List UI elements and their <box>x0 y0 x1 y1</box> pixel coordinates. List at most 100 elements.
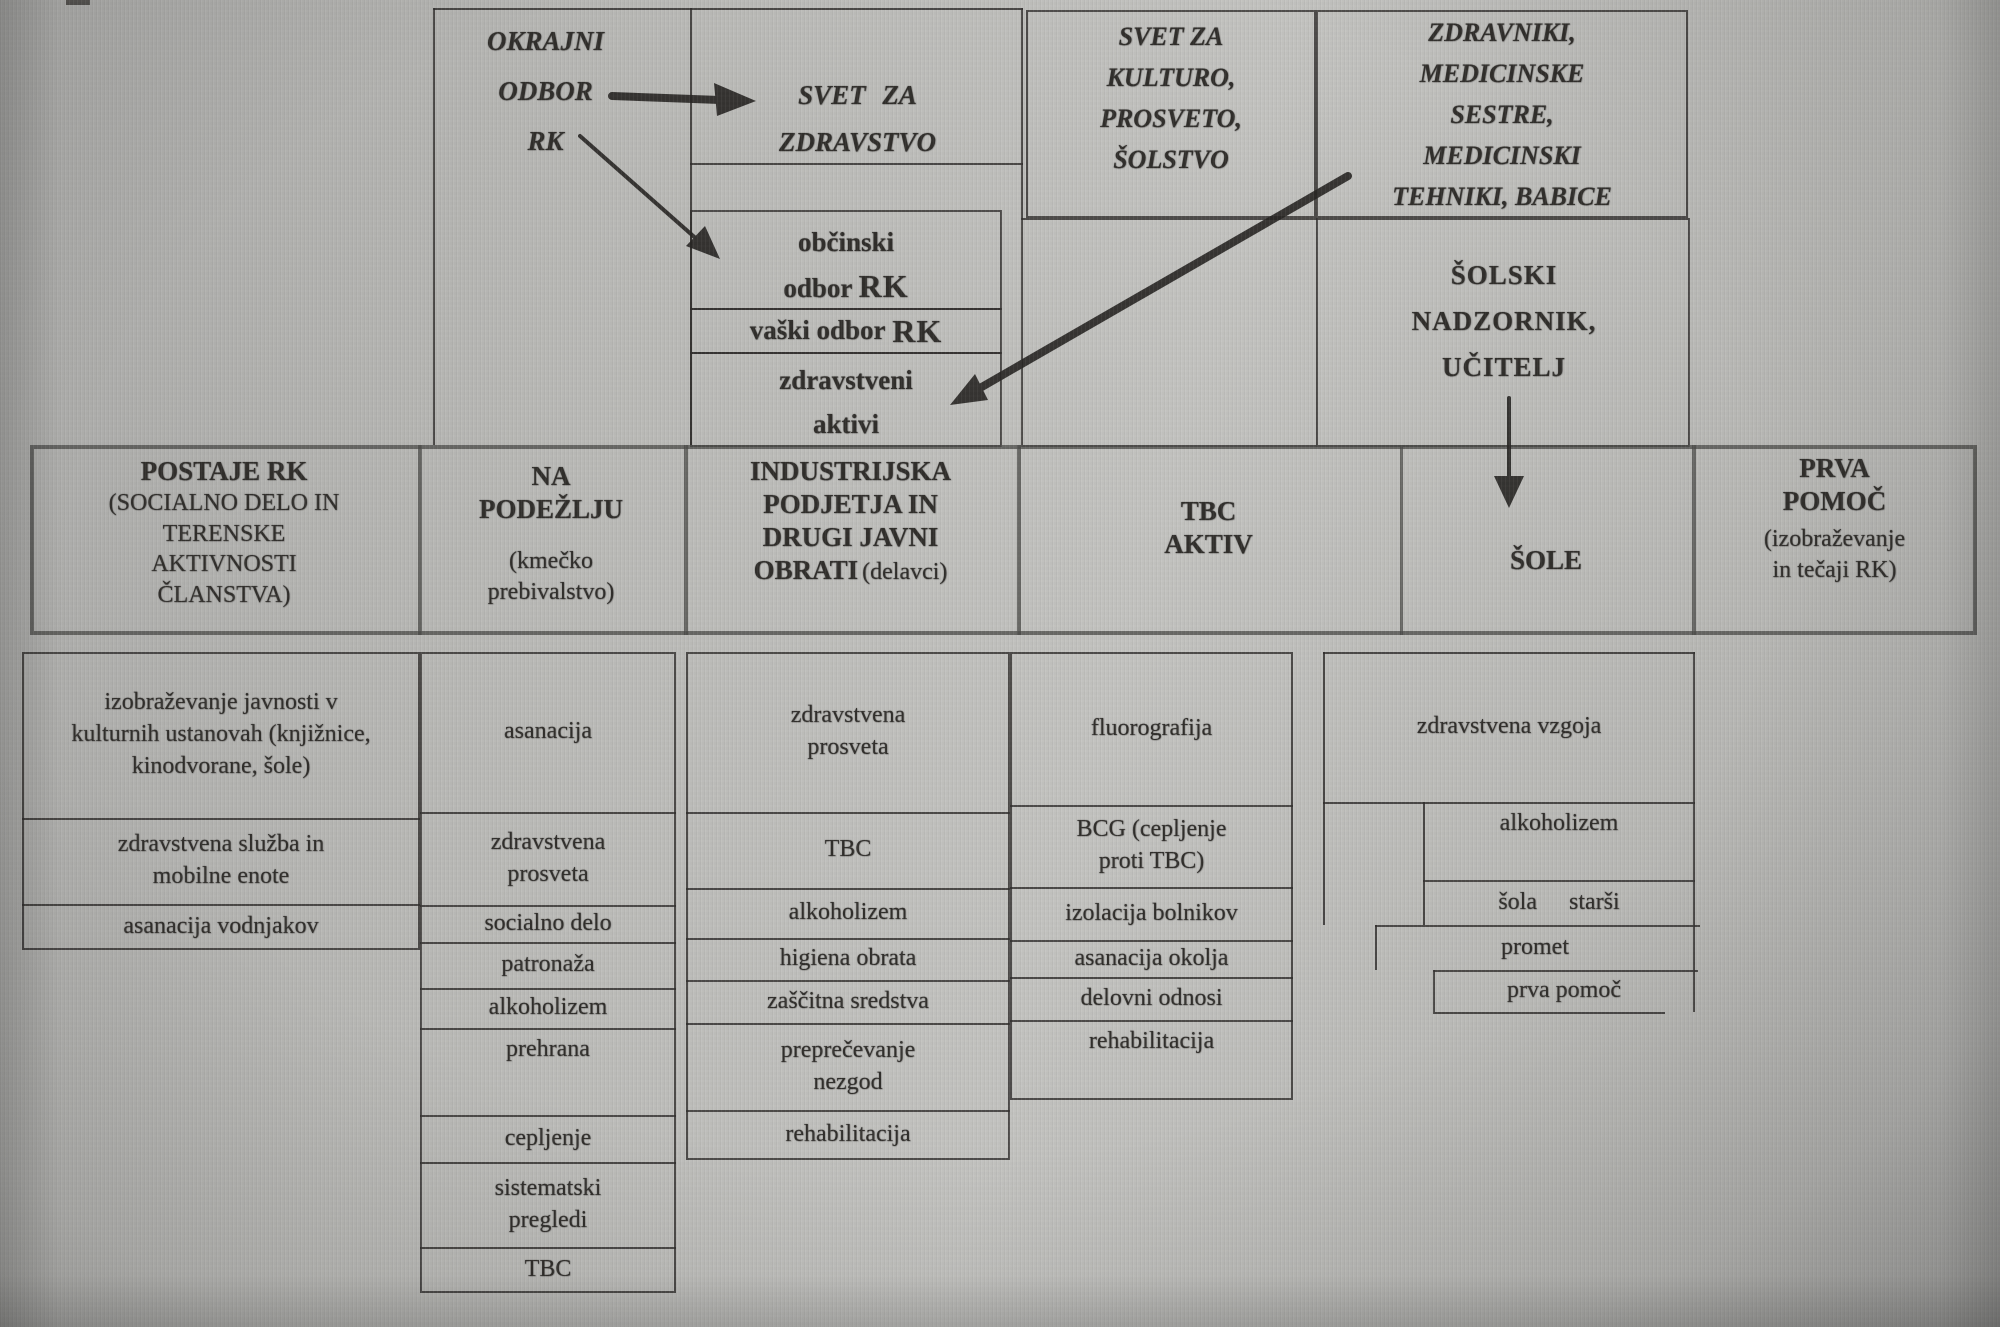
col-postaje-box <box>22 652 420 950</box>
cell-promet: promet <box>1501 933 1569 960</box>
col-sole-left <box>1323 652 1325 925</box>
zdravniki-line: TEHNIKI, BABICE <box>1392 182 1612 211</box>
col-sole-inset-left-1 <box>1423 802 1425 925</box>
header-postaje-rk: POSTAJE RK (SOCIALNO DELO IN TERENSKE AK… <box>34 455 414 611</box>
col-industrija-sep <box>686 812 1010 814</box>
header-industrijska: INDUSTRIJSKA PODJETJA IN DRUGI JAVNI OBR… <box>688 455 1013 588</box>
scan-artifact <box>66 0 90 5</box>
col-industrija-sep <box>686 1023 1010 1025</box>
cell-bcg: BCG (cepljenje proti TBC) <box>1076 816 1227 874</box>
cell-rehabilitacija-tbc: rehabilitacija <box>1088 1028 1215 1054</box>
cell-asanacija-vodnjakov: asanacija vodnjakov <box>123 913 319 940</box>
solski-line: NADZORNIK, <box>1411 306 1597 336</box>
cell-prehrana: prehrana <box>506 1036 590 1062</box>
col-industrija-box <box>686 652 1010 1160</box>
zdravstveni-aktivi-box: zdravstveni aktivi <box>692 358 1000 446</box>
cell-alkoholizem-sole: alkoholizem <box>1499 810 1619 836</box>
col-tbc-sep <box>1010 977 1293 979</box>
header-divider-1 <box>418 445 422 635</box>
cell-prva-pomoc: prva pomoč <box>1507 977 1621 1004</box>
header-sub-line: (SOCIALNO DELO IN <box>108 489 340 516</box>
header-sub-line: AKTIVNOSTI <box>151 551 297 578</box>
header-title-line: NA <box>531 461 571 491</box>
top-box-left-border <box>433 8 435 445</box>
solski-nadzornik-ucitelj-label: ŠOLSKI NADZORNIK, UČITELJ <box>1330 252 1678 390</box>
cell-zdravstvena-prosveta-ind: zdravstvena prosveta <box>790 702 906 760</box>
obcinski-line: odbor RK <box>783 264 908 310</box>
col-postaje-sep <box>22 904 420 906</box>
cell-sola-starsi: šola starši <box>1498 888 1620 915</box>
col-sole-sep <box>1323 802 1695 804</box>
header-sole: ŠOLE <box>1404 530 1688 590</box>
cell-socialno-delo: socialno delo <box>484 909 612 936</box>
header-sub-line: TERENSKE <box>162 520 286 547</box>
col-industrija-sep <box>686 938 1010 940</box>
cell-preprecevanje-nezgod: preprečevanje nezgod <box>780 1036 916 1095</box>
col-podezlje-box <box>420 652 676 1293</box>
cell-delovni-odnosi: delovni odnosi <box>1080 984 1223 1011</box>
col-sole-sep <box>1433 970 1698 972</box>
header-band-border <box>30 445 1977 635</box>
cell-rehabilitacija-ind: rehabilitacija <box>785 1121 911 1148</box>
svet-zdravstvo-bottom-border <box>690 163 1023 165</box>
okrajni-line: RK <box>527 126 564 156</box>
header-sub-line: (izobraževanje <box>1763 525 1906 552</box>
header-sub-line: in tečaji RK) <box>1772 556 1897 583</box>
col-podezlje-sep <box>420 1162 676 1164</box>
col-sole-inset-left-2 <box>1375 925 1377 970</box>
cell-alkoholizem-podezlje: alkoholizem <box>488 994 608 1021</box>
zdravniki-line: MEDICINSKE <box>1419 59 1585 88</box>
cell-asanacija: asanacija <box>504 718 592 745</box>
svet-kultura-line: SVET ZA <box>1118 22 1224 51</box>
okrajni-odbor-rk-box: OKRAJNI ODBOR RK <box>438 16 653 166</box>
cell-asanacija-okolja: asanacija okolja <box>1074 944 1229 971</box>
col-podezlje-sep <box>420 812 676 814</box>
svet-za-zdravstvo-box: SVET ZA ZDRAVSTVO <box>694 72 1021 166</box>
header-title: POSTAJE RK <box>140 456 308 486</box>
col-podezlje-sep <box>420 1247 676 1249</box>
vaski-rk-word: RK <box>892 312 943 349</box>
col-tbc-box <box>1010 652 1293 1100</box>
header-divider-5 <box>1692 445 1696 635</box>
header-divider-4 <box>1400 445 1403 635</box>
vaski-odbor-rk-box: vaški odbor RK <box>692 308 1000 354</box>
col-podezlje-sep <box>420 942 676 944</box>
header-sub-line: ČLANSTVA) <box>157 582 291 609</box>
middle-right-box-divider <box>1316 218 1318 447</box>
aktivi-line: aktivi <box>812 409 879 439</box>
cell-sistematski-pregledi: sistematski pregledi <box>494 1174 602 1233</box>
obcinski-odbor-rk-box: občinski odbor RK <box>692 220 1000 310</box>
header-delavci-word: (delavci) <box>862 558 948 585</box>
header-title-line: AKTIV <box>1164 528 1253 559</box>
obcinski-line: občinski <box>797 227 895 257</box>
zdravniki-box: ZDRAVNIKI, MEDICINSKE SESTRE, MEDICINSKI… <box>1316 12 1688 217</box>
col-tbc-sep <box>1010 1020 1293 1022</box>
aktivi-line: zdravstveni <box>779 365 913 395</box>
cell-tbc-podezlje: TBC <box>524 1256 572 1283</box>
cell-zdravstvena-sluzba: zdravstvena služba in mobilne enote <box>117 831 325 889</box>
col-sole-right <box>1693 652 1695 1012</box>
svet-kultura-box: SVET ZA KULTURO, PROSVETO, ŠOLSTVO <box>1026 16 1316 180</box>
svet-zdravstvo-line: ZDRAVSTVO <box>778 127 937 157</box>
zdravniki-line: MEDICINSKI <box>1423 141 1581 170</box>
col-sole-inset-left-3 <box>1433 970 1435 1012</box>
svet-zdravstvo-line: SVET ZA <box>798 80 917 110</box>
top-box-right-border <box>1021 8 1023 220</box>
cell-zdravstvena-vzgoja: zdravstvena vzgoja <box>1416 713 1602 740</box>
header-obrati-word: OBRATI <box>753 554 859 585</box>
col-postaje-sep <box>22 818 420 820</box>
col-tbc-sep <box>1010 887 1293 889</box>
vaski-odbor-words: vaški odbor <box>749 315 886 346</box>
col-podezlje-sep <box>420 905 676 907</box>
col-sole-sep <box>1375 925 1700 927</box>
col-podezlje-sep <box>420 988 676 990</box>
obcinski-odbor-word: odbor <box>783 273 852 303</box>
col-sole-bottom <box>1433 1012 1665 1014</box>
cell-cepljenje: cepljenje <box>504 1124 592 1151</box>
cell-higiena-obrata: higiena obrata <box>779 945 917 972</box>
cell-alkoholizem-ind: alkoholizem <box>788 899 908 926</box>
cell-fluorografija: fluorografija <box>1090 714 1213 741</box>
cell-zascitna-sredstva: zaščitna sredstva <box>767 987 929 1014</box>
svet-kultura-line: PROSVETO, <box>1100 104 1242 133</box>
